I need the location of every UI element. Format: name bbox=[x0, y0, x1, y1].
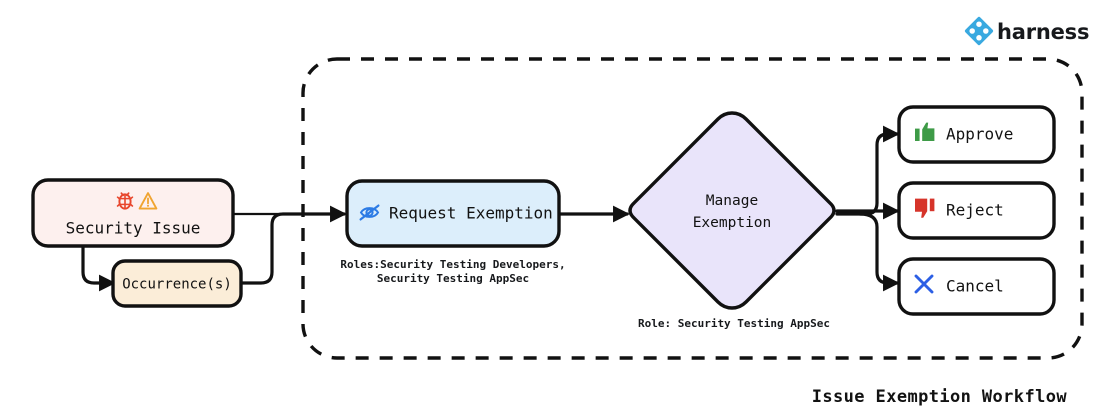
thumbs-down-icon bbox=[915, 198, 935, 218]
edge-security-issue-to-occurrences bbox=[81, 244, 116, 292]
node-manage-exemption-label-line1: Manage bbox=[706, 193, 758, 209]
node-occurrences[interactable]: Occurrence(s) bbox=[111, 259, 243, 308]
node-occurrences-label: Occurrence(s) bbox=[122, 277, 232, 293]
node-reject[interactable]: Reject bbox=[897, 181, 1056, 240]
harness-brand-name: harness bbox=[997, 20, 1089, 44]
edge-manage-exemption-to-cancel bbox=[858, 212, 900, 292]
node-cancel[interactable]: Cancel bbox=[897, 257, 1056, 316]
node-approve-label: Approve bbox=[946, 125, 1013, 144]
manage-exemption-role-caption: Role: Security Testing AppSec bbox=[638, 317, 830, 330]
harness-diamond-logo-icon bbox=[964, 16, 994, 46]
exemption-process-boundary bbox=[301, 57, 1084, 360]
warning-triangle-icon bbox=[138, 192, 158, 210]
node-approve[interactable]: Approve bbox=[897, 105, 1056, 164]
eye-slash-icon bbox=[359, 204, 380, 221]
request-exemption-roles-caption-line1: Roles:Security Testing Developers, bbox=[340, 258, 565, 271]
bug-icon bbox=[116, 192, 134, 210]
node-manage-exemption[interactable]: Manage Exemption Role: Security Testing … bbox=[628, 111, 836, 330]
edge-occurrences-to-request-exemption bbox=[239, 205, 347, 285]
node-manage-exemption-label-line2: Exemption bbox=[693, 215, 772, 231]
node-reject-label: Reject bbox=[946, 201, 1004, 220]
x-mark-icon bbox=[914, 274, 934, 294]
node-request-exemption[interactable]: Request Exemption Roles:Security Testing… bbox=[340, 179, 566, 285]
node-security-issue[interactable]: Security Issue bbox=[31, 178, 235, 248]
harness-brand: harness bbox=[964, 16, 1089, 46]
node-security-issue-label: Security Issue bbox=[66, 219, 201, 238]
node-cancel-label: Cancel bbox=[946, 277, 1004, 296]
request-exemption-roles-caption-line2: Security Testing AppSec bbox=[377, 272, 529, 285]
thumbs-up-icon bbox=[915, 122, 935, 141]
workflow-title: Issue Exemption Workflow bbox=[812, 387, 1068, 407]
node-request-exemption-label: Request Exemption bbox=[389, 204, 553, 223]
edge-manage-exemption-to-approve bbox=[835, 125, 900, 216]
